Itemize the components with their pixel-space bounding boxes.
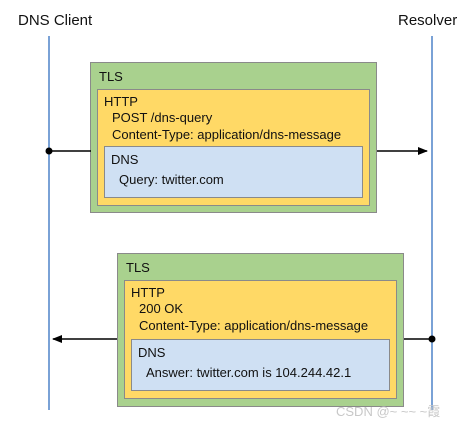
response-http-label: HTTP (131, 285, 165, 300)
request-http-box: HTTP POST /dns-query Content-Type: appli… (97, 89, 370, 206)
response-arrow-origin-dot (428, 335, 436, 343)
response-answer-line: Answer: twitter.com is 104.244.42.1 (146, 365, 352, 380)
response-tls-box: TLS HTTP 200 OK Content-Type: applicatio… (117, 253, 404, 407)
request-tls-box: TLS HTTP POST /dns-query Content-Type: a… (90, 62, 377, 213)
response-dns-label: DNS (138, 345, 166, 360)
watermark: CSDN @~ ~~ ~霞 (336, 404, 441, 419)
request-method-line: POST /dns-query (112, 110, 213, 125)
resolver-label: Resolver (398, 12, 458, 29)
request-dns-label: DNS (111, 152, 139, 167)
response-http-box: HTTP 200 OK Content-Type: application/dn… (124, 280, 397, 399)
request-arrow-origin-dot (45, 147, 53, 155)
request-dns-box: DNS Query: twitter.com (104, 146, 363, 198)
request-tls-label: TLS (99, 69, 123, 84)
request-content-type-line: Content-Type: application/dns-message (112, 127, 342, 142)
client-label: DNS Client (18, 12, 93, 29)
client-lifeline (48, 36, 50, 410)
request-query-line: Query: twitter.com (119, 172, 224, 187)
request-http-label: HTTP (104, 94, 138, 109)
response-content-type-line: Content-Type: application/dns-message (139, 318, 369, 333)
response-dns-box: DNS Answer: twitter.com is 104.244.42.1 (131, 339, 390, 391)
response-tls-label: TLS (126, 260, 150, 275)
resolver-lifeline (431, 36, 433, 410)
response-status-line: 200 OK (139, 301, 184, 316)
